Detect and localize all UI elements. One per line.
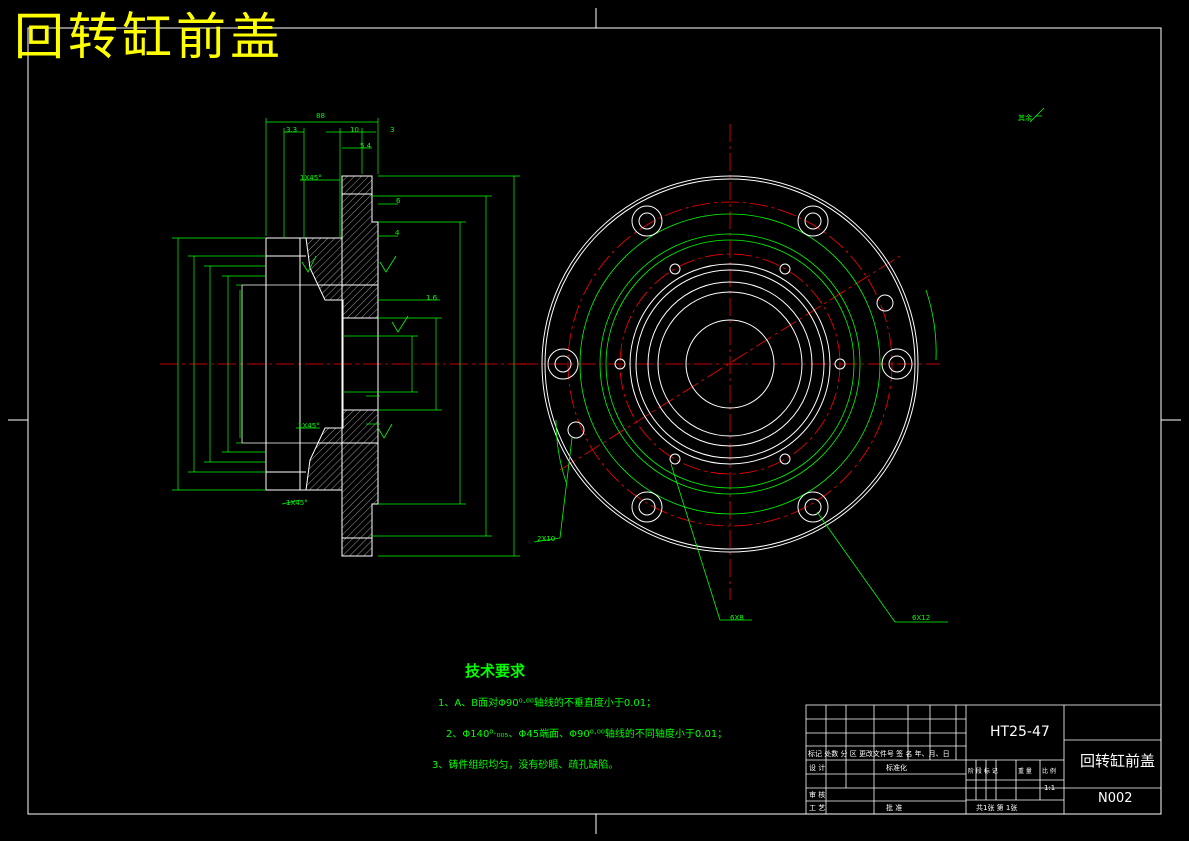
drawing-title: 回转缸前盖 xyxy=(14,8,284,66)
process-label: 工 艺 xyxy=(809,804,826,812)
header-signature: 签 名 xyxy=(896,750,913,758)
material-label: HT25-47 xyxy=(990,724,1050,740)
revision-header-row: 标记 处数 分 区 更改文件号 签 名 年、月、日 xyxy=(808,749,950,759)
roughness-rest-label: 其余 xyxy=(1018,114,1032,122)
standardize-label: 标准化 xyxy=(886,764,907,772)
approve-label: 批 准 xyxy=(886,804,903,812)
stage-mark-label: 阶 段 标 记 xyxy=(968,768,998,775)
header-date: 年、月、日 xyxy=(914,750,950,758)
dim-length-88: 88 xyxy=(316,112,325,120)
tech-requirement-2: 2、Φ140⁰·₀₀₅、Φ45端面、Φ90⁰·⁰⁰轴线的不同轴度小于0.01； xyxy=(446,729,728,740)
header-mark: 标记 xyxy=(808,750,822,758)
title-block-grid xyxy=(805,704,1162,815)
dim-4: 4 xyxy=(395,229,400,237)
roughness-mark-rest xyxy=(1029,107,1045,123)
part-name: 回转缸前盖 xyxy=(1080,752,1156,770)
drawing-number: N002 xyxy=(1098,791,1133,806)
holes-label-6x8: 6X8 xyxy=(730,614,744,622)
tech-requirements-heading: 技术要求 xyxy=(465,662,526,680)
drawing-frame xyxy=(8,8,1181,834)
dim-6: 6 xyxy=(396,197,401,205)
weight-label: 重 量 xyxy=(1018,768,1032,775)
holes-label-2x10: 2X10 xyxy=(537,535,556,543)
chamfer-label-2: 1X45° xyxy=(298,422,320,430)
dim-1-6: 1.6 xyxy=(426,294,438,302)
review-label: 审 核 xyxy=(809,791,826,799)
header-count: 处数 xyxy=(824,750,839,758)
tech-requirement-3: 3、铸件组织均匀，没有砂眼、疏孔缺陷。 xyxy=(432,760,619,771)
holes-label-6x12: 6X12 xyxy=(912,614,931,622)
end-view xyxy=(520,124,948,623)
design-label: 设 计 xyxy=(809,764,826,772)
dim-5-4: 5.4 xyxy=(360,142,372,150)
dim-3: 3 xyxy=(390,126,395,134)
header-change-doc: 更改文件号 xyxy=(858,750,894,758)
scale-label: 比 例 xyxy=(1042,768,1056,775)
tech-requirement-1: 1、A、B面对Φ90⁰·⁰⁰轴线的不垂直度小于0.01； xyxy=(438,698,657,709)
dim-3-3: 3.3 xyxy=(286,126,298,134)
section-view xyxy=(160,118,530,557)
sheets-label: 共1张 第 1张 xyxy=(976,804,1018,812)
chamfer-label-1: 1X45° xyxy=(300,174,322,182)
scale-value: 1:1 xyxy=(1044,784,1056,792)
chamfer-label-3: 1X45° xyxy=(286,499,308,507)
dim-10: 10 xyxy=(350,126,359,134)
header-zone: 分 区 xyxy=(840,750,857,758)
